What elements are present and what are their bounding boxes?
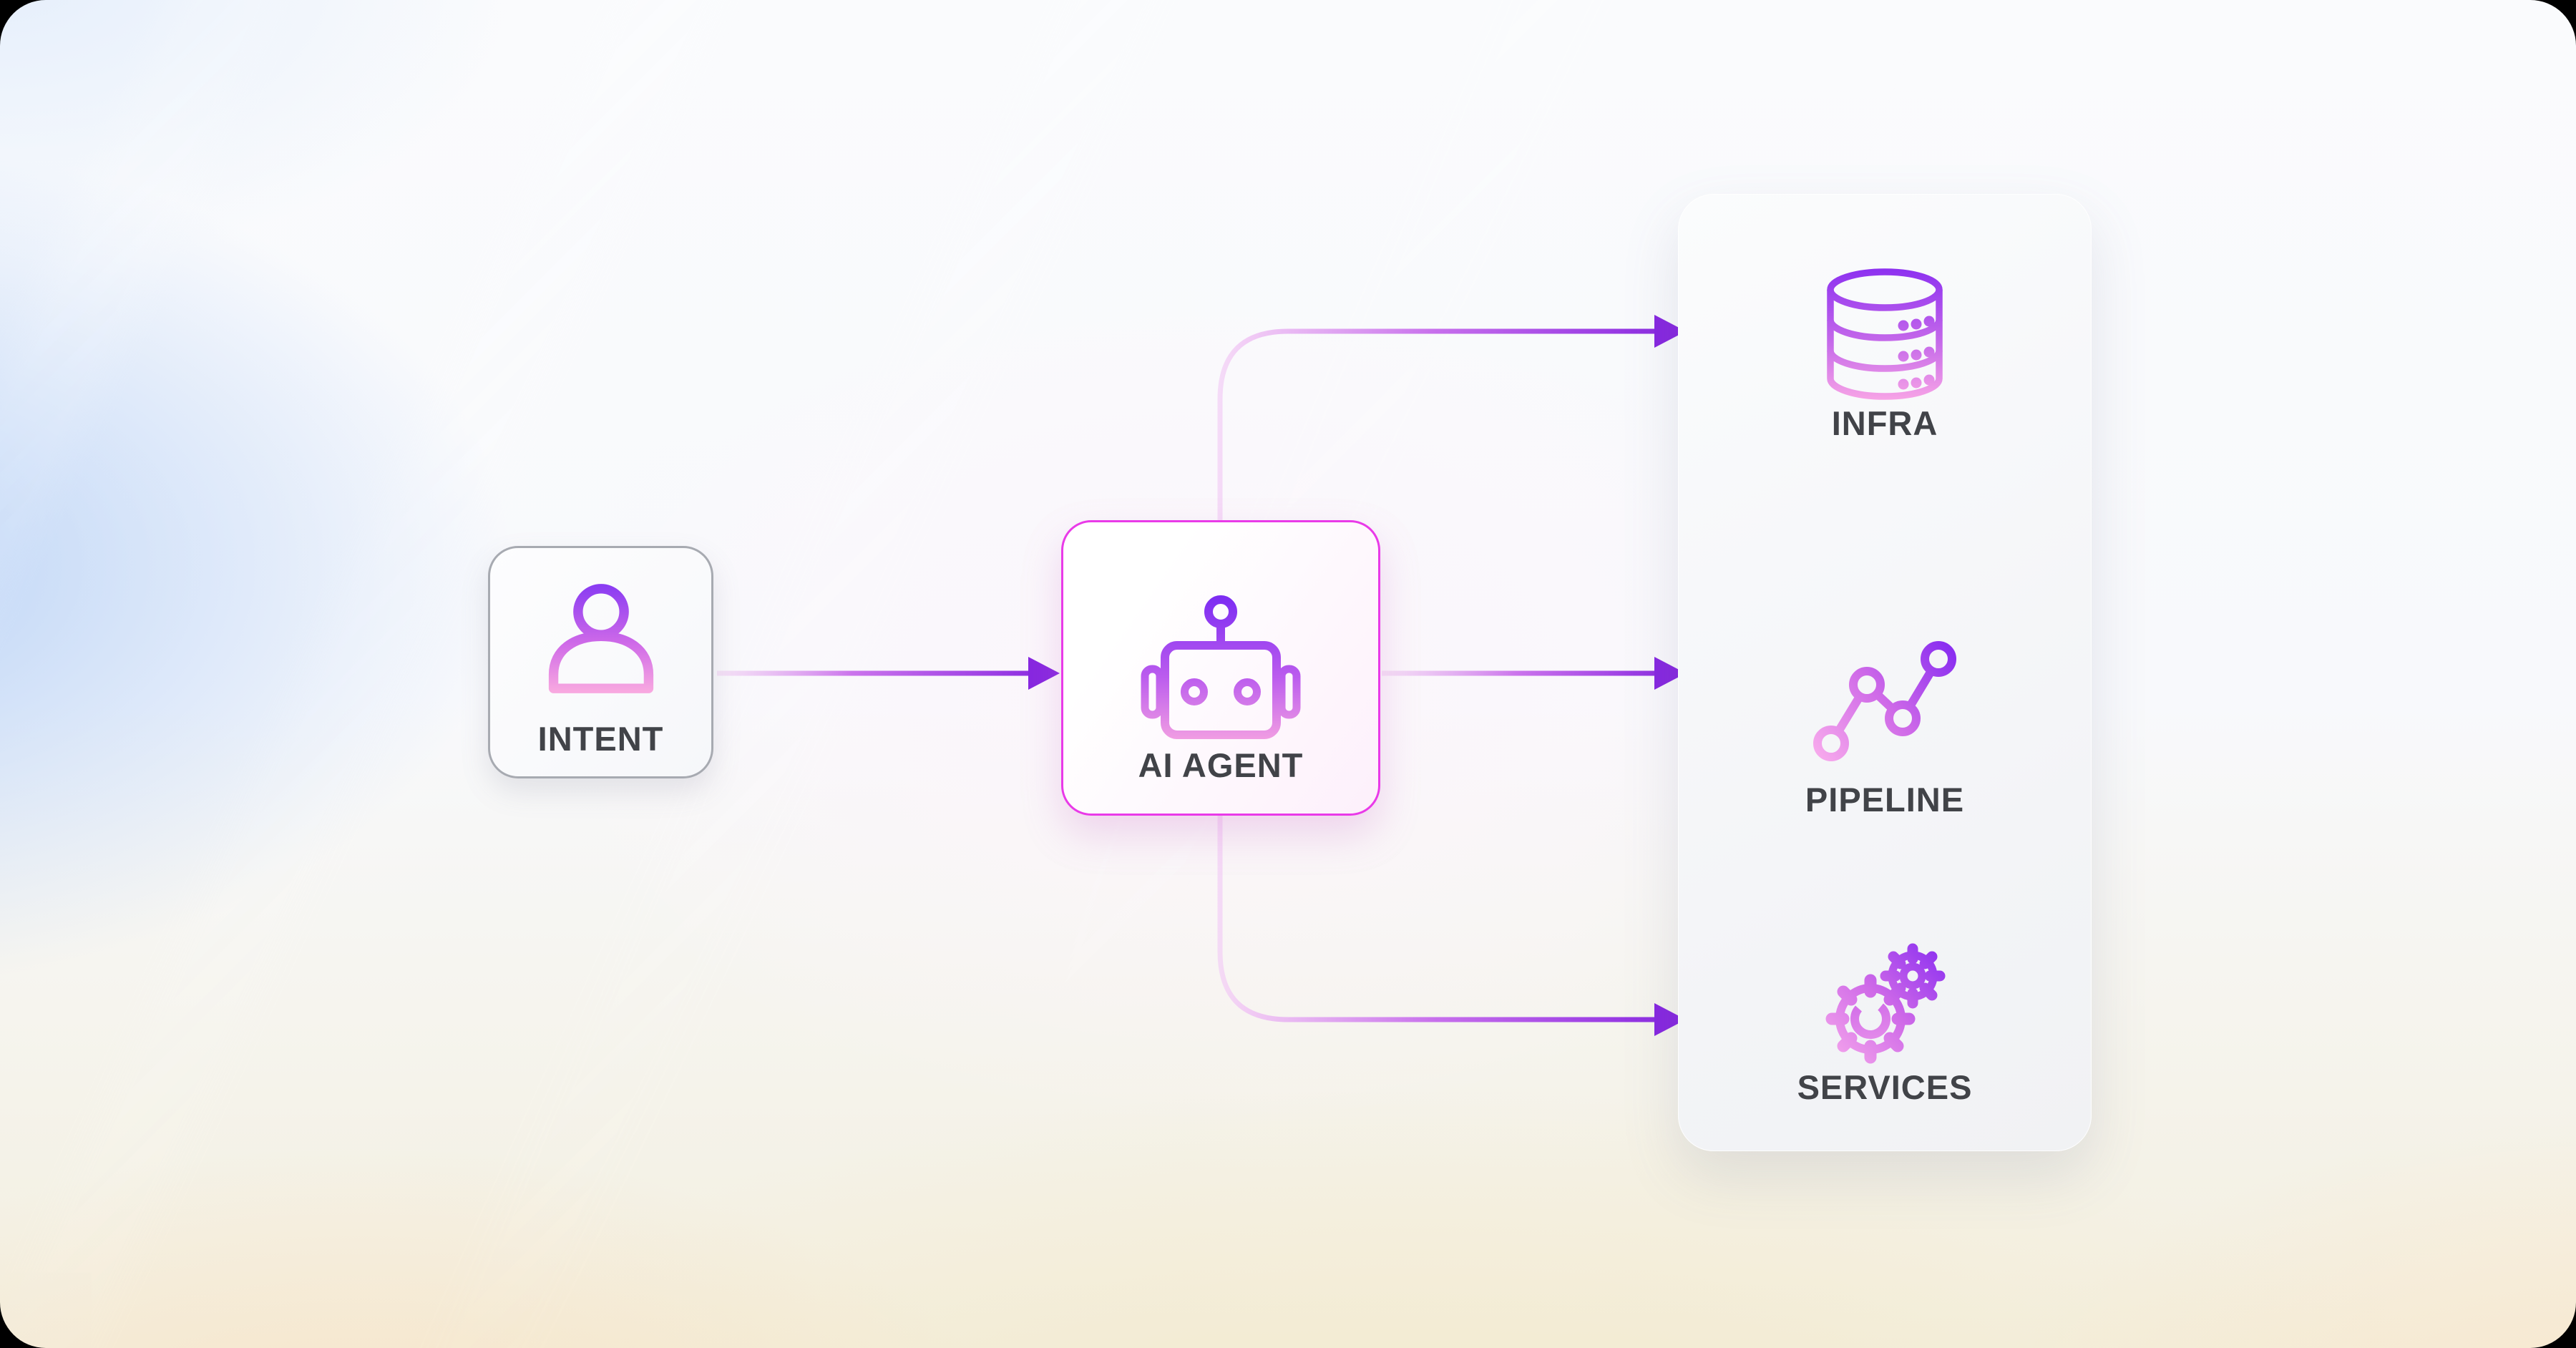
services-label: SERVICES <box>1797 1068 1973 1106</box>
arrowhead-agent-to-services <box>1654 1003 1686 1036</box>
infra-label: INFRA <box>1831 404 1938 442</box>
arrowhead-intent-to-agent <box>1028 657 1060 690</box>
database-icon <box>1827 268 1943 400</box>
database-dots <box>1898 316 1935 390</box>
arrow-agent-to-infra <box>1217 328 1660 525</box>
user-icon <box>548 584 653 693</box>
ai-agent-node: AI AGENT <box>1061 520 1380 816</box>
gears-icon <box>1825 943 1946 1064</box>
arrowhead-agent-to-infra <box>1654 315 1686 348</box>
outputs-panel: INFRA PIPELINE <box>1678 194 2092 1151</box>
ai-agent-label: AI AGENT <box>1138 746 1304 784</box>
intent-label: INTENT <box>537 720 664 758</box>
line-chart-icon <box>1813 641 1956 761</box>
pipeline-label: PIPELINE <box>1805 781 1965 819</box>
robot-icon <box>1141 595 1301 739</box>
intent-node: INTENT <box>488 546 713 778</box>
arrow-agent-to-services <box>1217 811 1660 1022</box>
small-gear <box>1880 943 1946 1009</box>
arrowhead-agent-to-pipeline <box>1654 657 1686 690</box>
